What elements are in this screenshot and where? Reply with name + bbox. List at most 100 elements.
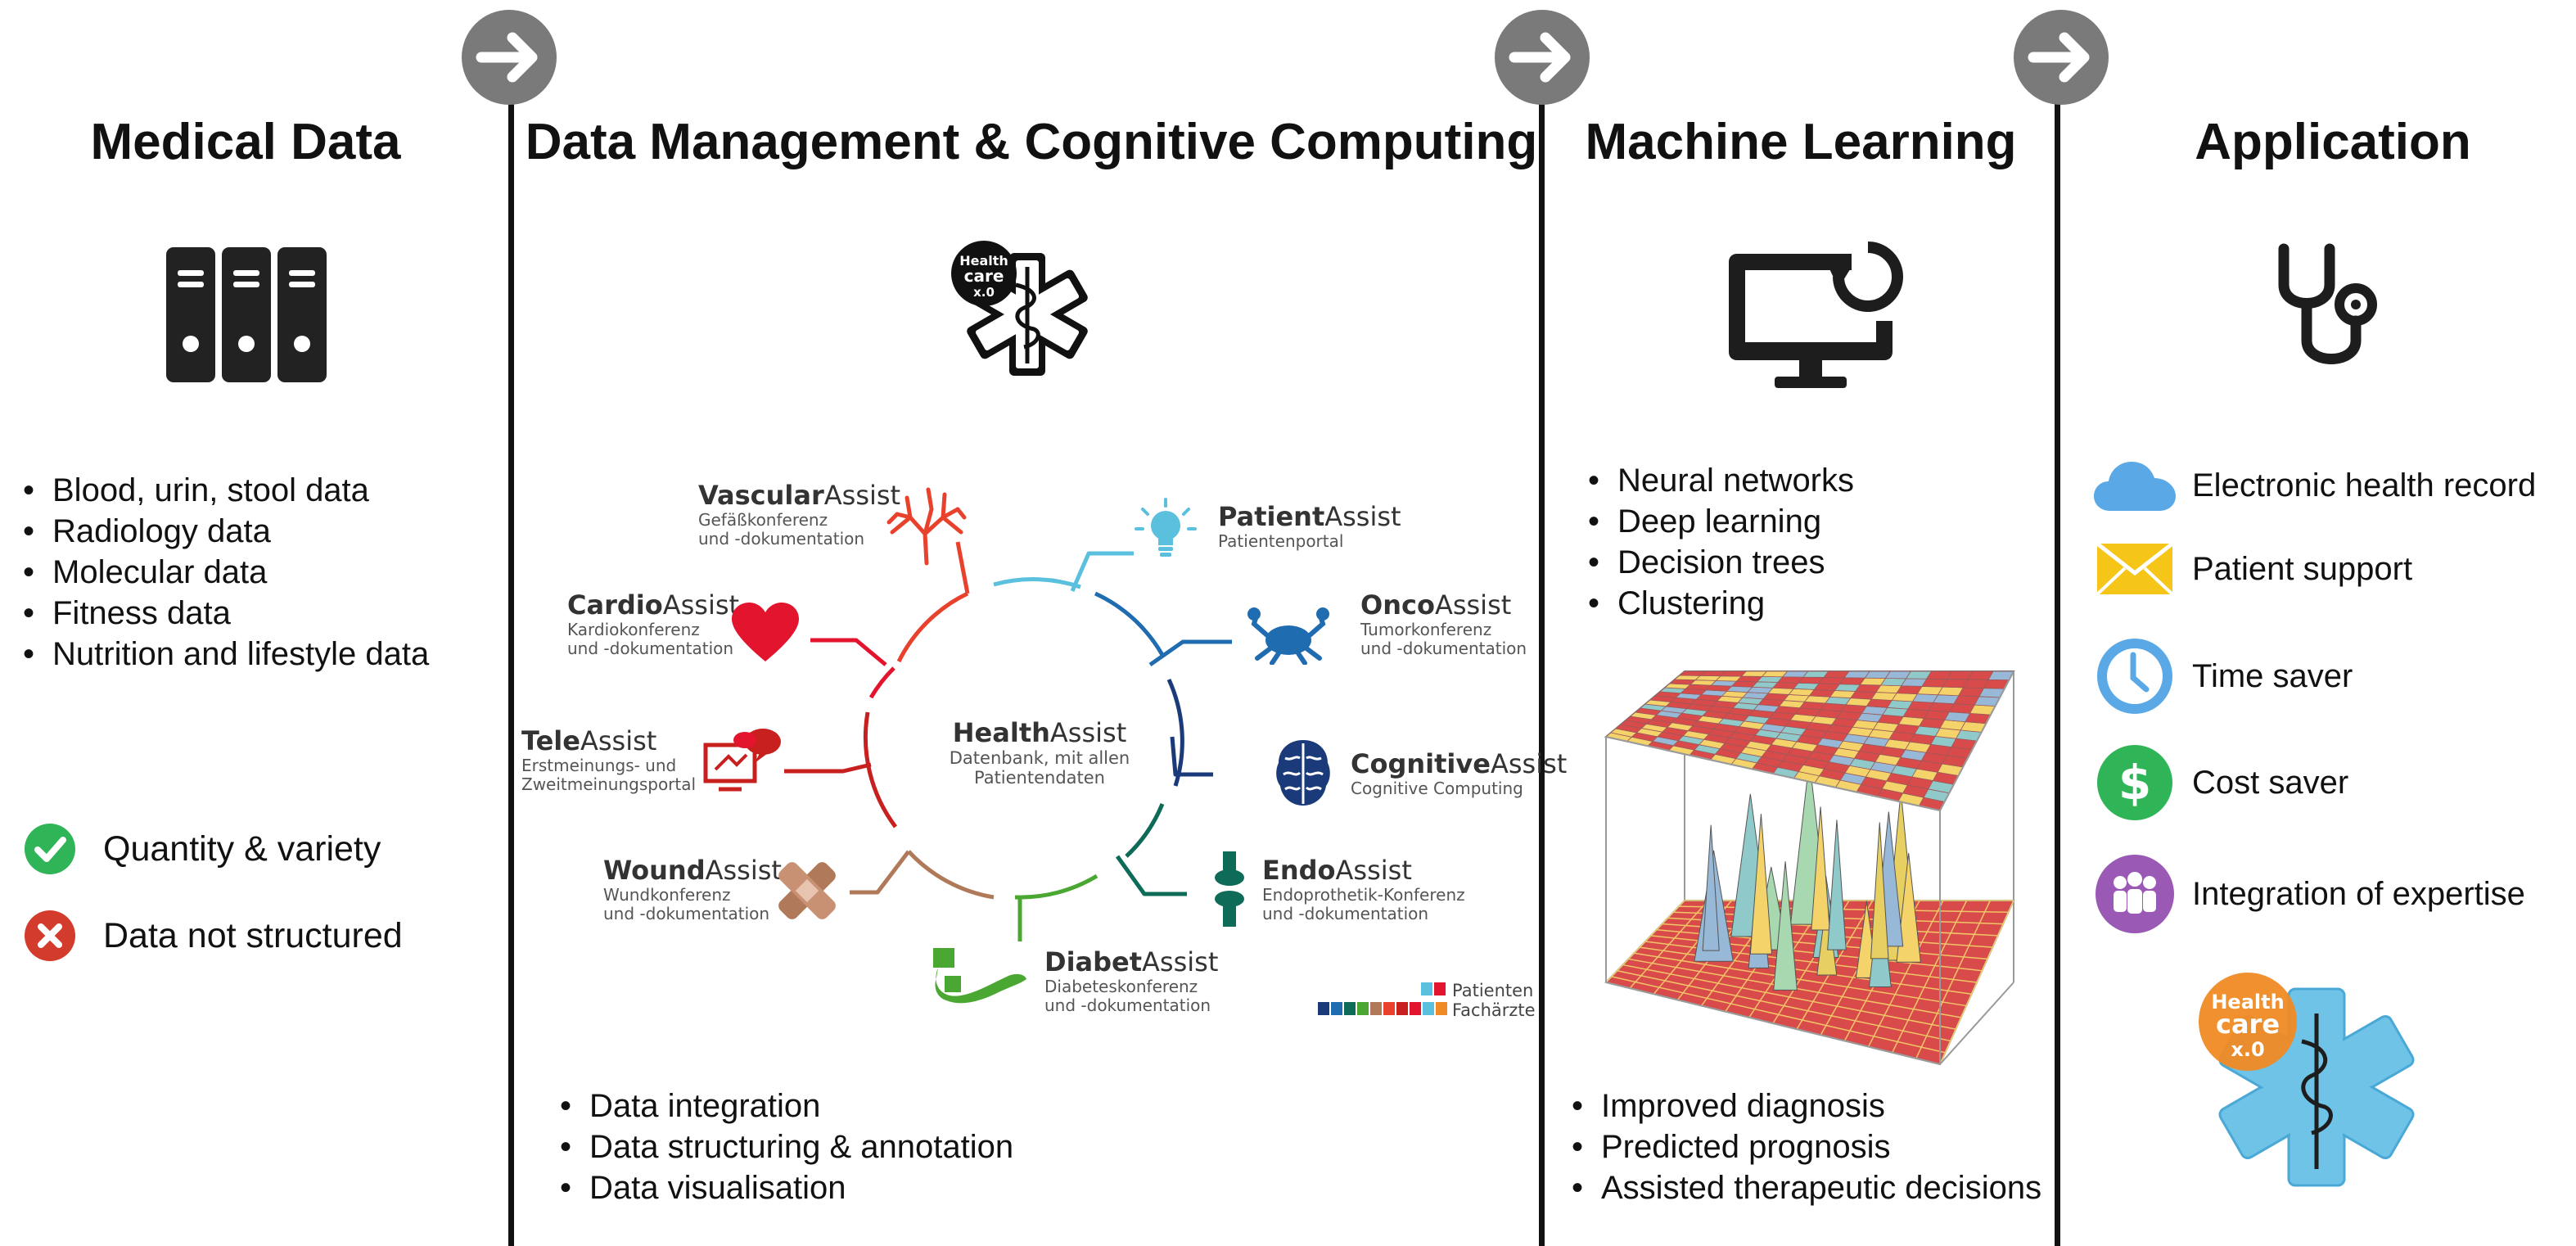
module-sub: und -dokumentation	[567, 639, 734, 658]
module-vascular-assist: VascularAssist Gefäßkonferenz und -dokum…	[698, 480, 900, 549]
module-sub: Diabeteskonferenz	[1044, 977, 1198, 996]
module-diabet-assist: DiabetAssist Diabeteskonferenz und -doku…	[1044, 946, 1218, 1015]
arrow-right-icon[interactable]	[462, 10, 557, 105]
hub-sub: Datenbank, mit allen	[949, 748, 1130, 768]
module-name-bold: Patient	[1218, 501, 1325, 532]
people-icon	[2096, 855, 2174, 933]
logo-text: Health	[959, 253, 1008, 269]
surface-peak	[1773, 861, 1798, 991]
floor-grid-line	[1679, 905, 2009, 914]
module-name-bold: Diabet	[1044, 946, 1143, 977]
surface-peak	[1827, 819, 1847, 950]
clock-icon	[2097, 639, 2172, 714]
arrow-right-icon[interactable]	[1495, 10, 1590, 105]
list-item: Predicted prognosis	[1572, 1126, 2041, 1167]
cross-icon	[25, 910, 75, 961]
app-item-cost-saver: $ Cost saver	[2094, 745, 2348, 820]
module-name-rest: Assist	[1324, 501, 1401, 532]
logo-text: x.0	[2231, 1038, 2264, 1061]
module-name-rest: Assist	[662, 589, 740, 621]
chat-screen-icon	[703, 729, 781, 792]
list-item: Improved diagnosis	[1572, 1086, 2041, 1126]
check-icon	[25, 824, 75, 874]
module-sub: und -dokumentation	[1360, 639, 1527, 658]
lightbulb-icon	[1135, 498, 1197, 557]
bandage-icon	[778, 862, 836, 919]
module-patient-assist: PatientAssist Patientenportal	[1218, 501, 1401, 551]
column-title-data-management: Data Management & Cognitive Computing	[525, 114, 1538, 170]
module-sub: und -dokumentation	[1044, 995, 1211, 1015]
pro-label: Quantity & variety	[103, 828, 381, 869]
app-item-label: Electronic health record	[2192, 467, 2537, 503]
con-label: Data not structured	[103, 915, 403, 955]
healthcare-logo: Health care x.0	[951, 241, 1088, 376]
module-sub: und -dokumentation	[698, 529, 865, 549]
module-sub: Kardiokonferenz	[567, 620, 700, 639]
module-sub: Cognitive Computing	[1351, 779, 1523, 798]
vessel-icon	[886, 487, 967, 566]
binders-icon	[166, 247, 327, 382]
list-item: Clustering	[1588, 583, 1854, 624]
module-onco-assist: OncoAssist Tumorkonferenz und -dokumenta…	[1360, 589, 1527, 658]
logo-text: care	[2216, 1009, 2280, 1040]
divider-1	[508, 90, 514, 1246]
module-name-rest: Assist	[705, 855, 782, 886]
surface-peak	[1870, 822, 1889, 959]
floor-grid-line	[1939, 900, 2014, 1065]
monitor-refresh-icon	[1729, 242, 1903, 388]
app-item-integration-of-expertise: Integration of expertise	[2094, 855, 2525, 933]
heart-icon	[732, 603, 799, 661]
column-title-machine-learning: Machine Learning	[1585, 114, 2017, 170]
legend: Patienten Fachärzte	[1421, 981, 1536, 1020]
module-sub: Erstmeinungs- und	[521, 756, 677, 775]
module-name-bold: Onco	[1360, 589, 1435, 621]
module-sub: und -dokumentation	[1262, 904, 1429, 923]
legend-label-patienten: Patienten	[1452, 981, 1534, 1000]
module-name-bold: Tele	[521, 725, 580, 756]
module-cardio-assist: CardioAssist Kardiokonferenz und -dokume…	[567, 589, 739, 658]
module-sub: Gefäßkonferenz	[698, 510, 828, 530]
list-item: Data structuring & annotation	[560, 1126, 1013, 1167]
cloud-icon	[2094, 462, 2176, 511]
list-item: Neural networks	[1588, 460, 1854, 501]
module-tele-assist: TeleAssist Erstmeinungs- und Zweitmeinun…	[521, 725, 696, 794]
module-name-rest: Assist	[1335, 855, 1412, 886]
column-title-application: Application	[2195, 114, 2471, 170]
ml-outcomes-list: Improved diagnosis Predicted prognosis A…	[1572, 1086, 2041, 1208]
module-sub: und -dokumentation	[603, 904, 770, 923]
list-item: Radiology data	[23, 511, 429, 552]
column-title-medical-data: Medical Data	[90, 114, 401, 170]
app-item-label: Patient support	[2192, 550, 2413, 587]
list-item: Nutrition and lifestyle data	[23, 634, 429, 675]
module-name-rest: Assist	[1142, 946, 1219, 977]
module-sub: Endoprothetik-Konferenz	[1262, 885, 1465, 905]
app-item-time-saver: Time saver	[2094, 639, 2353, 714]
crab-icon	[1247, 607, 1329, 665]
list-item: Data integration	[560, 1086, 1013, 1126]
app-item-patient-support: Patient support	[2094, 544, 2412, 594]
module-name-bold: Vascular	[698, 480, 824, 511]
module-name-bold: Cognitive	[1351, 748, 1491, 779]
app-item-label: Time saver	[2192, 657, 2353, 694]
module-name-rest: Assist	[1434, 589, 1512, 621]
stethoscope-icon	[2278, 243, 2377, 364]
arrow-right-icon[interactable]	[2014, 10, 2109, 105]
floor-grid-line	[1867, 900, 1944, 1047]
ml-methods-list: Neural networks Deep learning Decision t…	[1588, 460, 1854, 624]
list-item: Fitness data	[23, 593, 429, 634]
list-item: Deep learning	[1588, 501, 1854, 542]
svg-text:$: $	[2118, 755, 2151, 810]
floor-grid-line	[1892, 900, 1968, 1054]
medical-data-list: Blood, urin, stool data Radiology data M…	[23, 470, 429, 675]
module-name-bold: Cardio	[567, 589, 663, 621]
module-endo-assist: EndoAssist Endoprothetik-Konferenz und -…	[1262, 855, 1465, 923]
dollar-icon: $	[2097, 745, 2172, 820]
healthcare-logo-color: Health care x.0	[2199, 973, 2415, 1187]
divider-2	[1539, 90, 1545, 1246]
list-item: Molecular data	[23, 552, 429, 593]
module-name-bold: Endo	[1262, 855, 1336, 886]
con-row: Data not structured	[25, 910, 403, 961]
pro-row: Quantity & variety	[25, 824, 381, 874]
